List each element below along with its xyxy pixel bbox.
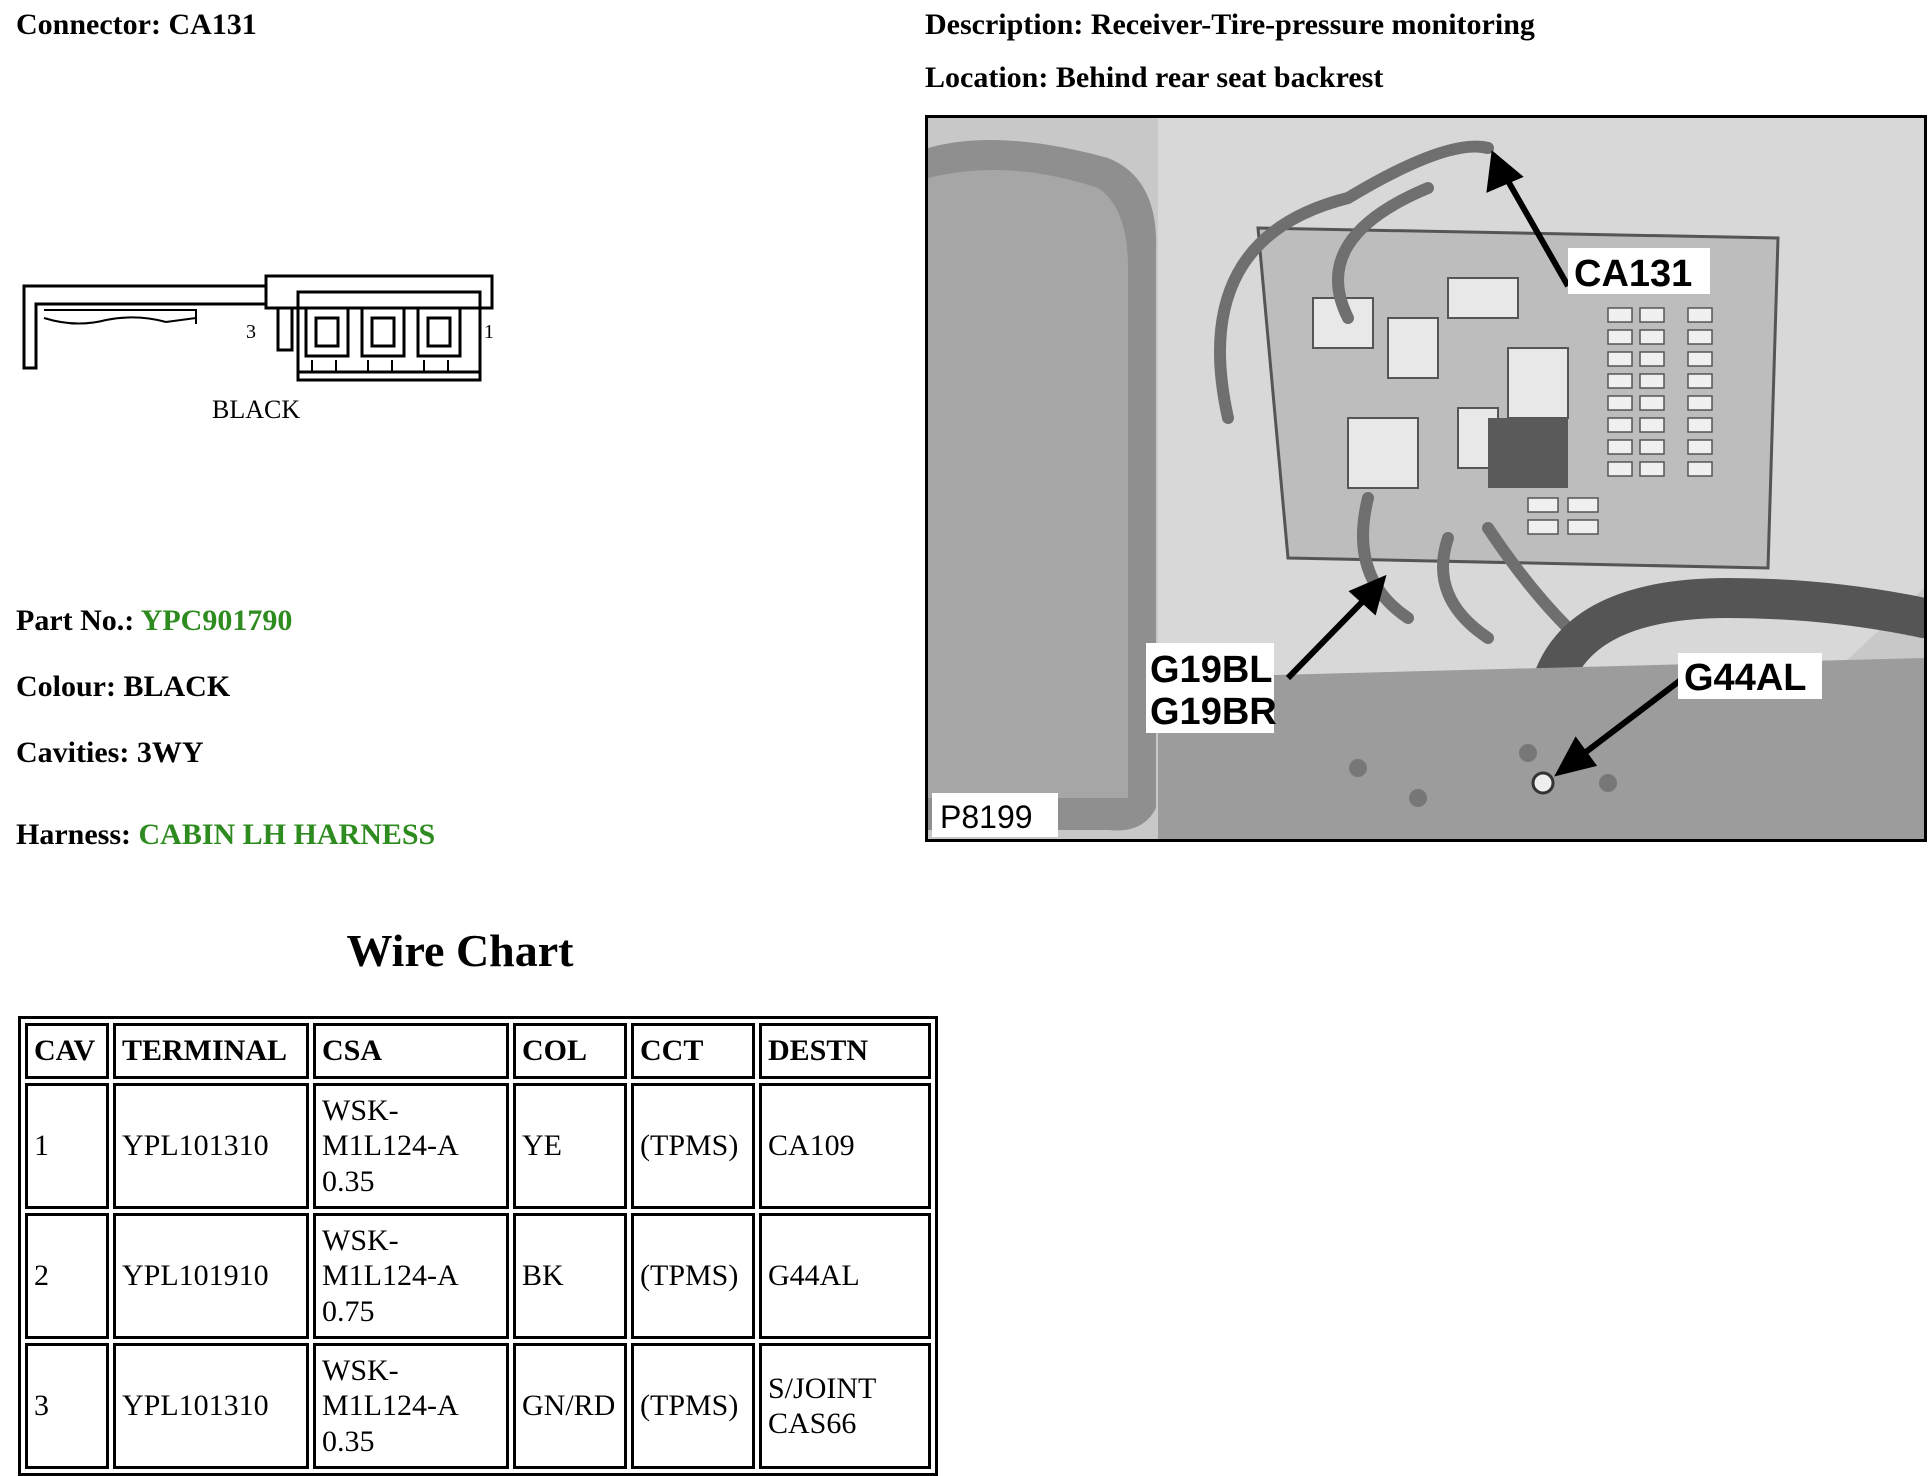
csa-line: 0.35: [322, 1164, 375, 1198]
harness-label: Harness:: [16, 818, 131, 851]
destn-line: CA109: [768, 1129, 855, 1163]
connector-face-drawing: 3 1 BLACK: [22, 274, 494, 424]
location-value: Behind rear seat backrest: [1055, 61, 1384, 94]
cell-csa: WSK- M1L124-A 0.35: [313, 1083, 509, 1209]
location-line: Location: Behind rear seat backrest: [925, 61, 1383, 95]
callout-g19bl: G19BL: [1150, 649, 1272, 691]
cell-terminal: YPL101310: [113, 1343, 309, 1469]
colour-label: Colour:: [16, 670, 116, 703]
csa-line: 0.35: [322, 1424, 375, 1458]
cell-destn: S/JOINT CAS66: [759, 1343, 931, 1469]
table-row: 3 YPL101310 WSK- M1L124-A 0.35 GN/RD (TP…: [25, 1343, 931, 1469]
pin-1-label: 1: [484, 321, 494, 343]
figure-id: P8199: [940, 799, 1033, 835]
destn-line: CAS66: [768, 1407, 857, 1440]
header-cct: CCT: [631, 1023, 755, 1079]
header-cav: CAV: [25, 1023, 109, 1079]
part-number-label: Part No.:: [16, 604, 135, 637]
cell-col: GN/RD: [513, 1343, 627, 1469]
csa-line: M1L124-A: [322, 1259, 459, 1293]
table-header-row: CAV TERMINAL CSA COL CCT DESTN: [25, 1023, 931, 1079]
part-number-link[interactable]: YPC901790: [140, 604, 293, 637]
destn-line: S/JOINT: [768, 1371, 877, 1405]
table-row: 2 YPL101910 WSK- M1L124-A 0.75 BK (TPMS)…: [25, 1213, 931, 1339]
callout-ca131: CA131: [1574, 253, 1692, 295]
part-number-line: Part No.: YPC901790: [16, 604, 292, 638]
harness-line: Harness: CABIN LH HARNESS: [16, 818, 435, 852]
colour-value: BLACK: [123, 670, 231, 703]
cell-col: BK: [513, 1213, 627, 1339]
destn-line: G44AL: [768, 1259, 860, 1293]
csa-line: WSK-: [322, 1354, 399, 1388]
header-col: COL: [513, 1023, 627, 1079]
cell-terminal: YPL101310: [113, 1083, 309, 1209]
connector-heading: Connector: CA131: [16, 8, 257, 42]
wire-chart-table: CAV TERMINAL CSA COL CCT DESTN 1 YPL1013…: [18, 1016, 938, 1476]
cell-destn: G44AL: [759, 1213, 931, 1339]
csa-line: 0.75: [322, 1294, 375, 1328]
callout-g19br: G19BR: [1150, 691, 1277, 733]
cell-cav: 3: [25, 1343, 109, 1469]
location-label: Location:: [925, 61, 1049, 94]
cell-cct: (TPMS): [631, 1083, 755, 1209]
cell-col: YE: [513, 1083, 627, 1209]
cell-cct: (TPMS): [631, 1343, 755, 1469]
cell-cav: 1: [25, 1083, 109, 1209]
connector-colour-caption: BLACK: [212, 395, 300, 424]
cell-cct: (TPMS): [631, 1213, 755, 1339]
callout-g44al: G44AL: [1684, 657, 1806, 699]
harness-link[interactable]: CABIN LH HARNESS: [138, 818, 436, 851]
description-line: Description: Receiver-Tire-pressure moni…: [925, 8, 1535, 42]
pin-3-label: 3: [246, 321, 256, 343]
table-row: 1 YPL101310 WSK- M1L124-A 0.35 YE (TPMS)…: [25, 1083, 931, 1209]
header-csa: CSA: [313, 1023, 509, 1079]
cavities-line: Cavities: 3WY: [16, 736, 203, 770]
cell-cav: 2: [25, 1213, 109, 1339]
colour-line: Colour: BLACK: [16, 670, 230, 704]
wire-chart-title: Wire Chart: [346, 925, 574, 976]
csa-line: WSK-: [322, 1224, 399, 1258]
cell-terminal: YPL101910: [113, 1213, 309, 1339]
description-value: Receiver-Tire-pressure monitoring: [1090, 8, 1535, 41]
connector-id: CA131: [168, 8, 257, 41]
cell-csa: WSK- M1L124-A 0.35: [313, 1343, 509, 1469]
connector-label: Connector:: [16, 8, 161, 41]
header-terminal: TERMINAL: [113, 1023, 309, 1079]
cell-csa: WSK- M1L124-A 0.75: [313, 1213, 509, 1339]
csa-line: M1L124-A: [322, 1129, 459, 1163]
csa-line: WSK-: [322, 1094, 399, 1128]
location-photo: CA131 G19BL G19BR G44AL P8199: [925, 115, 1927, 842]
csa-line: M1L124-A: [322, 1389, 459, 1423]
cell-destn: CA109: [759, 1083, 931, 1209]
header-destn: DESTN: [759, 1023, 931, 1079]
description-label: Description:: [925, 8, 1084, 41]
cavities-label: Cavities:: [16, 736, 130, 769]
cavities-value: 3WY: [136, 736, 204, 769]
